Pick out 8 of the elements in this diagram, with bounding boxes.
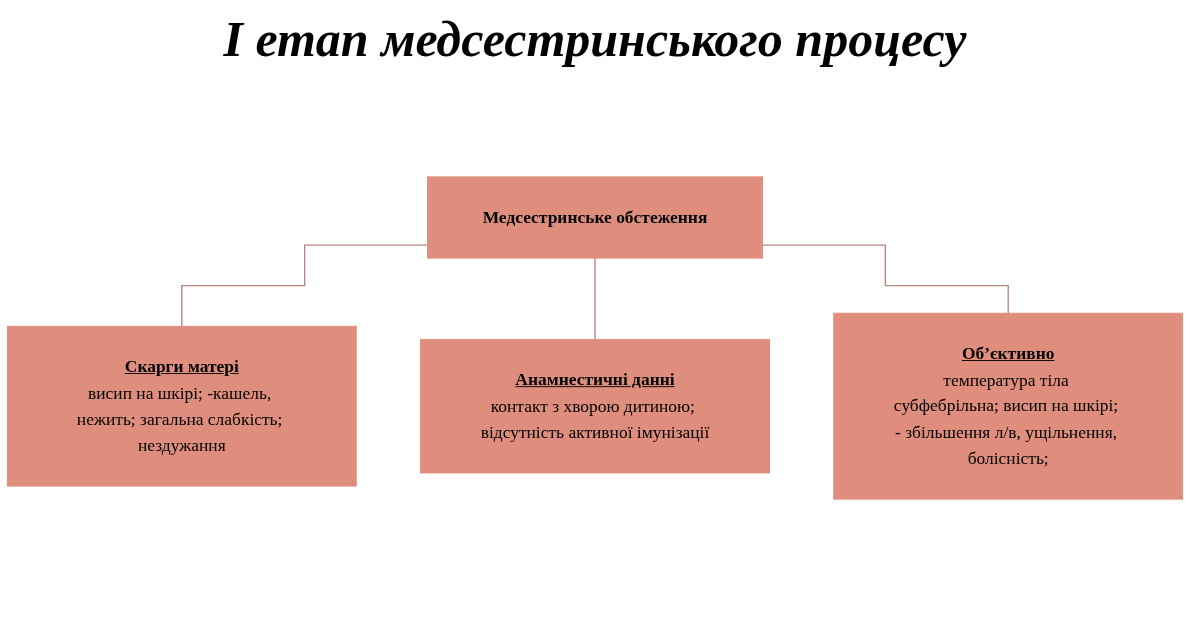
title: І етап медсестринського процесу [222, 10, 968, 68]
node-box: Об’єктивно температура тіла субфебрільна; висип на шкірі; - збільшення л/в, ущільнення, болісність; [833, 312, 1184, 500]
node-box: Скарги матері висип на шкірі; -кашель, нежить; загальна слабкість; нездужання [6, 325, 357, 487]
connector [594, 257, 596, 341]
connector [761, 244, 1009, 314]
node-box: Анамнестичні данні контакт з хворою дитиною; відсутність активної імунізації [420, 338, 770, 474]
connector [181, 244, 429, 327]
node-box: Медсестринське обстеження [427, 176, 763, 259]
